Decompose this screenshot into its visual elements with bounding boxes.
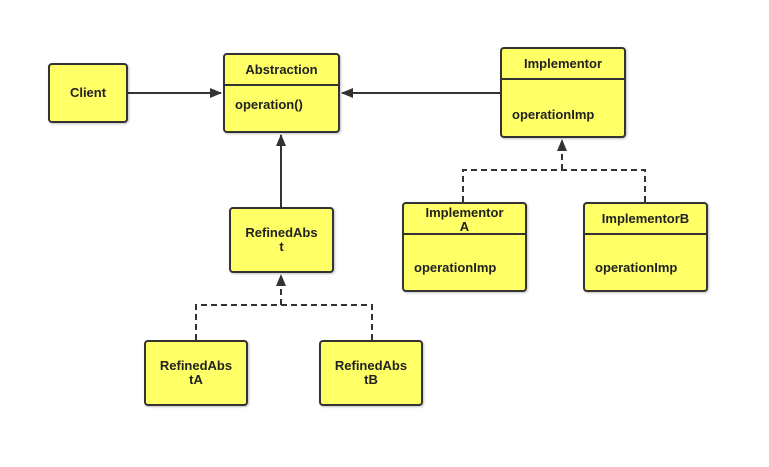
refined-abstraction-b-box[interactable]: RefinedAbs tB (319, 340, 423, 406)
edge-refinedabstb-refinedabst (281, 304, 373, 340)
refined-abstraction-b-label: RefinedAbs tB (334, 358, 408, 387)
implementor-operation: operationImp (512, 107, 595, 122)
abstraction-class[interactable]: Abstraction operation() (223, 53, 340, 133)
implementor-b-class[interactable]: ImplementorB operationImp (583, 202, 708, 292)
edge-implementora-implementor (462, 169, 562, 202)
abstraction-operation: operation() (235, 97, 303, 112)
refined-abstraction-label: RefinedAbs t (245, 225, 318, 254)
edge-implementorb-implementor (562, 169, 646, 202)
implementor-a-name: Implementor A (404, 204, 525, 235)
abstraction-name: Abstraction (225, 55, 338, 86)
client-box[interactable]: Client (48, 63, 128, 123)
client-label: Client (69, 85, 107, 100)
implementor-b-name: ImplementorB (585, 204, 706, 235)
implementor-b-operation: operationImp (595, 260, 678, 275)
implementor-a-class[interactable]: Implementor A operationImp (402, 202, 527, 292)
implementor-a-operation: operationImp (414, 260, 497, 275)
refined-abstraction-a-label: RefinedAbs tA (159, 358, 233, 387)
implementor-class[interactable]: Implementor operationImp (500, 47, 626, 138)
implementor-name: Implementor (502, 49, 624, 80)
edge-refinedabsta-refinedabst (195, 304, 281, 340)
refined-abstraction-a-box[interactable]: RefinedAbs tA (144, 340, 248, 406)
refined-abstraction-box[interactable]: RefinedAbs t (229, 207, 334, 273)
